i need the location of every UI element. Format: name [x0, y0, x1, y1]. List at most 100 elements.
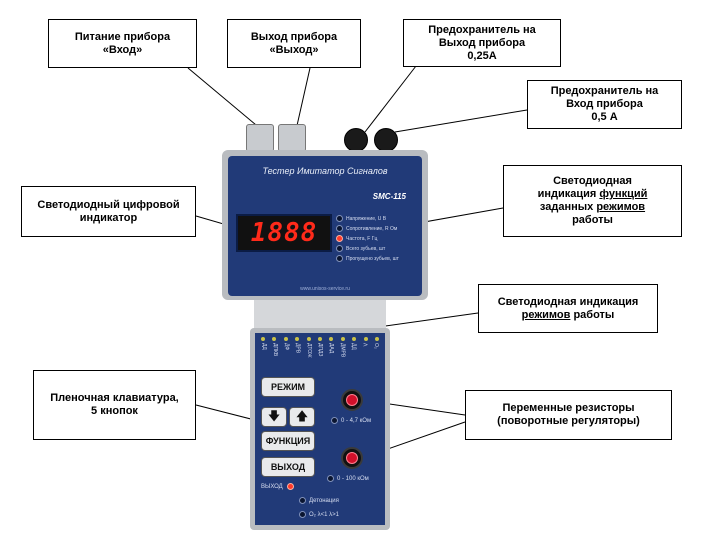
resistor-knob-1[interactable] [341, 389, 363, 411]
function-label: Напряжение, U В [346, 215, 387, 222]
callout-fuse-out: Предохранитель на Выход прибора 0,25А [403, 19, 561, 67]
callout-text: (поворотные регуляторы) [497, 415, 640, 427]
knob-led-icon [331, 417, 338, 424]
callout-text: Светодиодный цифровой [37, 198, 180, 211]
status-led-label: O₂ λ<1 λ>1 [309, 511, 340, 518]
callout-text: заданных режимов [540, 201, 645, 214]
device-control-panel: ДД ДПКВ ДФ ДРВ ДТОЖ ДПДЗ ДАД ДМРВ ДД Λ О… [255, 333, 385, 525]
knob-led-icon [327, 475, 334, 482]
callout-text-part: заданных [539, 201, 597, 213]
leader-fuse-out [364, 65, 417, 133]
function-row: Сопротивление, R Ом [336, 224, 420, 233]
function-row: Частота, F Гц [336, 234, 420, 243]
mode-button[interactable]: РЕЖИМ [261, 377, 315, 397]
callout-digital-indicator: Светодиодный цифровой индикатор [21, 186, 196, 237]
function-label: Пропущено зубьев, шт [346, 255, 399, 262]
mode-label: ДПКВ [272, 343, 279, 357]
knob-cap-icon [346, 452, 358, 464]
status-led-icon [299, 497, 306, 504]
digital-display: 1888 [236, 214, 332, 252]
mode-led-icon [374, 337, 379, 341]
callout-text: индикатор [79, 211, 138, 224]
arrow-up-button[interactable]: 🡅 [289, 407, 315, 427]
mode-label: ДТОЖ [305, 343, 312, 358]
leader-output [295, 67, 311, 131]
callout-underlined: режимов [521, 308, 571, 321]
mode-label: ДАД [328, 343, 335, 354]
knob-label-2: 0 - 100 кОм [327, 475, 369, 482]
knob-label-1: 0 - 4,7 кОм [331, 417, 371, 424]
function-label: Сопротивление, R Ом [346, 225, 398, 232]
callout-keyboard: Пленочная клавиатура, 5 кнопок [33, 370, 196, 440]
callout-text: Пленочная клавиатура, [50, 392, 179, 404]
function-label: Частота, F Гц [346, 235, 378, 242]
callout-power-in: Питание прибора «Вход» [48, 19, 197, 68]
callout-output: Выход прибора «Выход» [227, 19, 361, 68]
mode-led-icon [317, 337, 322, 341]
callout-text: 0,25А [467, 49, 497, 62]
power-input-connector [246, 124, 274, 152]
function-row: Напряжение, U В [336, 214, 420, 223]
status-led-label: Детонация [309, 497, 339, 504]
device-model: SMC-115 [372, 192, 406, 201]
callout-text: Предохранитель на [550, 85, 659, 97]
resistor-knob-2[interactable] [341, 447, 363, 469]
callout-text: Питание прибора [74, 30, 171, 43]
status-led-row: Детонация [299, 497, 339, 504]
mode-label: Λ [361, 343, 368, 347]
function-led-icon [336, 255, 343, 262]
leader-fuse-in [394, 109, 528, 133]
function-led-icon [336, 225, 343, 232]
callout-text-part: работы [570, 308, 615, 321]
callout-text: работы [572, 214, 613, 226]
device-neck [254, 300, 386, 330]
function-label: Всего зубьев, шт [346, 245, 386, 252]
callout-mode-indication: Светодиодная индикация режимов работы [478, 284, 658, 333]
display-value: 1888 [250, 218, 318, 248]
callout-text-part: индикация [537, 188, 600, 200]
mode-led-row [261, 337, 379, 341]
mode-label: ДФ [283, 343, 290, 351]
knob-range-1: 0 - 4,7 кОм [341, 417, 372, 424]
callout-text: Переменные резисторы [502, 402, 635, 414]
callout-fuse-in: Предохранитель на Вход прибора 0,5 А [527, 80, 682, 129]
callout-underlined: режимов [596, 201, 646, 213]
mode-label: ДД [350, 343, 357, 350]
callout-text: индикация функций [538, 188, 648, 201]
callout-text: «Вход» [102, 43, 143, 56]
mode-led-icon [340, 337, 345, 341]
mode-led-icon [329, 337, 334, 341]
function-row: Пропущено зубьев, шт [336, 254, 420, 263]
knob-range-2: 0 - 100 кОм [337, 475, 369, 482]
callout-text: Предохранитель на [428, 23, 536, 36]
callout-resistors: Переменные резисторы (поворотные регулят… [465, 390, 672, 440]
knob-cap-icon [346, 394, 358, 406]
callout-text: 5 кнопок [91, 405, 138, 417]
device-url: www.unisos-service.ru [300, 286, 350, 292]
mode-led-icon [272, 337, 277, 341]
output-led-row: ВЫХОД [261, 483, 297, 490]
callout-text: Выход прибора [438, 36, 526, 49]
mode-label: ДМРВ [339, 343, 346, 358]
mode-label: ДРВ [294, 343, 301, 354]
arrow-down-icon: 🡇 [267, 408, 281, 423]
function-led-icon [336, 235, 343, 242]
mode-led-icon [306, 337, 311, 341]
callout-text: Вход прибора [566, 98, 643, 110]
mode-led-icon [283, 337, 288, 341]
output-button[interactable]: ВЫХОД [261, 457, 315, 477]
mode-led-icon [261, 337, 265, 341]
arrow-down-button[interactable]: 🡇 [261, 407, 287, 427]
output-connector [278, 124, 306, 152]
status-led-icon [299, 511, 306, 518]
callout-text: Светодиодная индикация [497, 295, 639, 308]
function-led-list: Напряжение, U В Сопротивление, R Ом Част… [336, 214, 420, 264]
function-row: Всего зубьев, шт [336, 244, 420, 253]
callout-func-indication: Светодиодная индикация функций заданных … [503, 165, 682, 237]
device-front-panel: Тестер Имитатор Сигналов SMC-115 1888 На… [228, 156, 422, 296]
fuse-input-holder [374, 128, 398, 152]
mode-label: ДД [261, 343, 267, 350]
fuse-output-holder [344, 128, 368, 152]
callout-text: режимов работы [522, 309, 615, 322]
function-button[interactable]: ФУНКЦИЯ [261, 431, 315, 451]
